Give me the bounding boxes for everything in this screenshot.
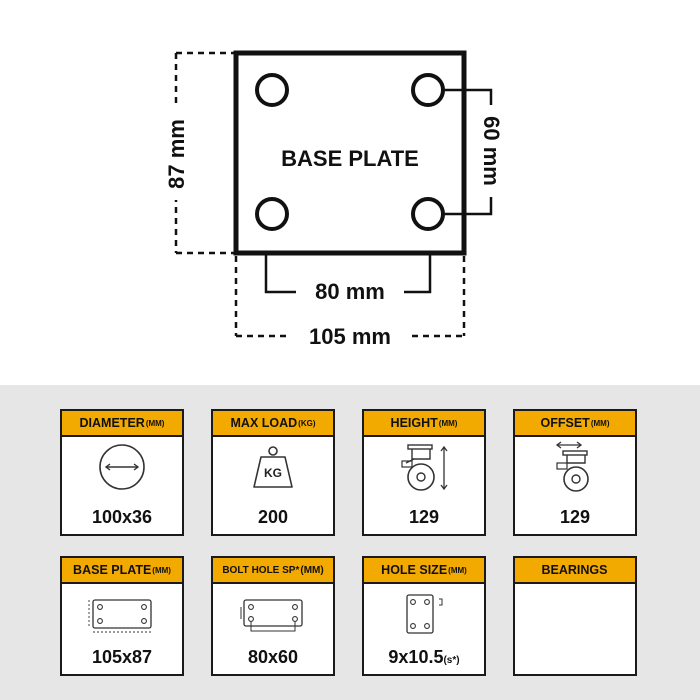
bolt-hole-bottom-left xyxy=(255,197,289,231)
bolt-hole-top-right xyxy=(411,73,445,107)
spec-value: 80x60 xyxy=(247,647,299,667)
wheel-diameter-icon xyxy=(99,444,145,490)
spec-card-header: HOLE SIZE(MM) xyxy=(364,558,484,584)
spec-card-header: DIAMETER(MM) xyxy=(62,411,182,437)
bolt-hole-spacing-icon xyxy=(240,599,303,632)
height-label: 87 mm xyxy=(164,119,189,189)
spec-value: 200 xyxy=(257,507,289,527)
caster-offset-icon xyxy=(555,441,589,492)
spec-card-header: HEIGHT(MM) xyxy=(364,411,484,437)
spec-value: 9x10.5(s*) xyxy=(388,647,460,667)
weight-icon: KG xyxy=(253,446,293,488)
spec-card-header: MAX LOAD(KG) xyxy=(213,411,333,437)
spec-card-header: BOLT HOLE SP*(MM) xyxy=(213,558,333,584)
diagram-area: BASE PLATE 87 mm 60 mm 80 mm 105 mm xyxy=(164,50,504,349)
spec-card-base-plate: BASE PLATE(MM) 105x87 xyxy=(60,556,184,676)
spec-value: 129 xyxy=(408,507,440,527)
spec-card-height: HEIGHT(MM) 129 xyxy=(362,409,486,536)
spec-value: 100x36 xyxy=(91,507,153,527)
spec-value: 129 xyxy=(559,507,591,527)
spec-value: 105x87 xyxy=(91,647,153,667)
vertical-hole-spacing-label: 60 mm xyxy=(479,116,504,186)
spec-card-bolt-hole-spacing: BOLT HOLE SP*(MM) 80x60 xyxy=(211,556,335,676)
horizontal-hole-spacing-label: 80 mm xyxy=(315,279,385,304)
spec-card-diameter: DIAMETER(MM) 100x36 xyxy=(60,409,184,536)
width-label: 105 mm xyxy=(309,324,391,349)
plate-label: BASE PLATE xyxy=(281,146,419,171)
caster-height-icon xyxy=(401,444,448,491)
svg-text:KG: KG xyxy=(264,466,282,480)
base-plate-outline xyxy=(233,50,467,256)
spec-card-header: BASE PLATE(MM) xyxy=(62,558,182,584)
spec-card-offset: OFFSET(MM) 129 xyxy=(513,409,637,536)
base-plate-diagram: BASE PLATE 87 mm 60 mm 80 mm 105 mm xyxy=(164,50,504,349)
bolt-hole-top-left xyxy=(255,73,289,107)
spec-card-hole-size: HOLE SIZE(MM) 9x10.5(s*) xyxy=(362,556,486,676)
spec-card-header: BEARINGS xyxy=(515,558,635,584)
spec-card-max-load: MAX LOAD(KG) KG 200 xyxy=(211,409,335,536)
hole-size-icon xyxy=(406,594,443,634)
spec-card-bearings: BEARINGS xyxy=(513,556,637,676)
base-plate-icon xyxy=(88,599,152,633)
spec-card-header: OFFSET(MM) xyxy=(515,411,635,437)
bolt-hole-bottom-right xyxy=(411,197,445,231)
